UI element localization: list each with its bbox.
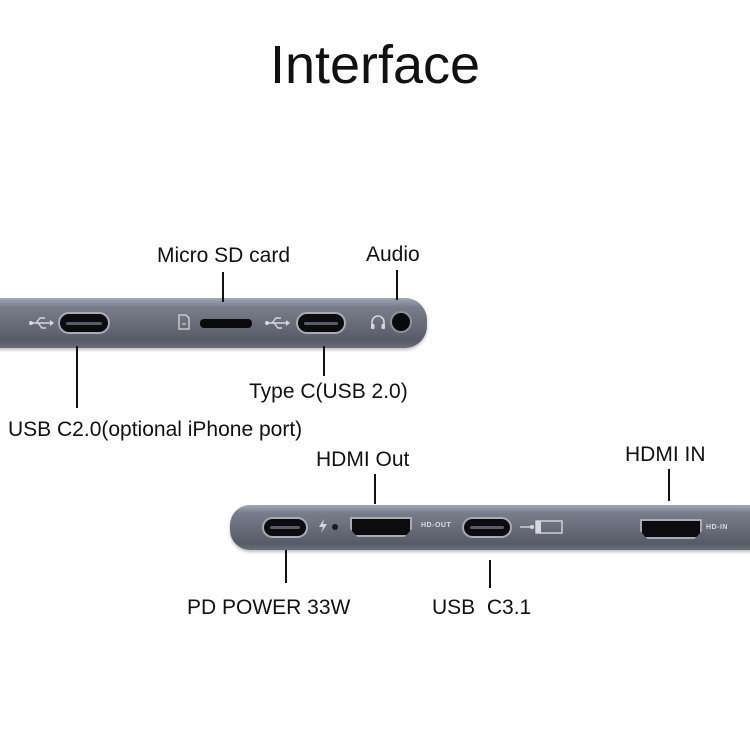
usb-c2-leader <box>76 346 78 408</box>
device-edge-bottom: HD-OUT HD-IN <box>230 505 750 550</box>
micro-sd-label: Micro SD card <box>157 244 291 267</box>
usb-c31-label: USB C3.1 <box>432 596 532 619</box>
usb-c2-label: USB C2.0(optional iPhone port) <box>8 418 303 441</box>
hd-in-engraving: HD-IN <box>706 524 728 531</box>
charging-indicator-icon <box>319 519 327 533</box>
pd-power-leader <box>285 550 287 583</box>
pd-power-port <box>262 517 308 538</box>
type-c-usb2-leader <box>323 346 325 376</box>
type-c-usb2-label: Type C(USB 2.0) <box>249 380 408 403</box>
device-edge-top <box>0 298 427 348</box>
hdmi-out-port <box>350 517 412 537</box>
usb-c31-port <box>462 517 512 538</box>
hdmi-out-leader <box>374 474 376 504</box>
usb-icon <box>29 317 54 329</box>
headphones-icon <box>371 315 385 329</box>
micro-sd-slot <box>200 319 252 328</box>
usb-icon <box>265 317 290 329</box>
led-indicator <box>332 524 338 530</box>
micro-sd-leader <box>222 272 224 302</box>
display-port-icon <box>520 520 563 534</box>
audio-jack <box>390 311 412 333</box>
page-title: Interface <box>269 35 481 95</box>
sd-card-icon <box>178 314 190 330</box>
usb-c2-port <box>58 312 110 334</box>
hd-out-engraving: HD-OUT <box>421 522 452 529</box>
audio-leader <box>396 270 398 300</box>
type-c-usb2-port <box>296 312 346 334</box>
pd-power-label: PD POWER 33W <box>187 596 351 619</box>
hdmi-in-label: HDMI IN <box>625 443 706 466</box>
usb-c31-leader <box>489 560 491 588</box>
hdmi-in-port <box>640 519 702 539</box>
hdmi-in-leader <box>668 469 670 501</box>
audio-label: Audio <box>366 243 420 266</box>
hdmi-out-label: HDMI Out <box>316 448 410 471</box>
